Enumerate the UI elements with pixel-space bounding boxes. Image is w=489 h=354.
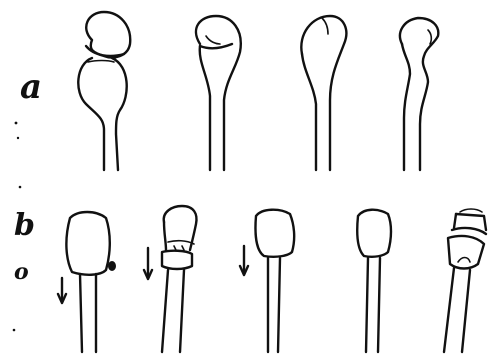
row-b-figure-2 [162,206,196,352]
speck [13,329,16,332]
row-a-figure-2 [196,16,241,170]
arrow-down-icon [240,246,248,275]
row-b-figure-3 [255,210,294,352]
row-b-figure-4 [357,210,391,352]
speck [15,122,18,125]
row-a-figure-3 [301,16,346,170]
arrow-down-icon [58,278,66,303]
row-a-figure-4 [400,18,438,170]
row-b-sublabel: o [14,259,29,285]
speck [17,137,19,139]
row-b-figure-5 [444,209,486,352]
row-b-figure-1 [66,212,116,352]
row-a-label: a [20,67,42,107]
row-a-figure-1 [78,12,130,170]
arrow-down-icon [144,248,152,279]
speck [19,186,22,189]
dark-spot [108,261,116,271]
row-b-label: b [14,208,35,243]
